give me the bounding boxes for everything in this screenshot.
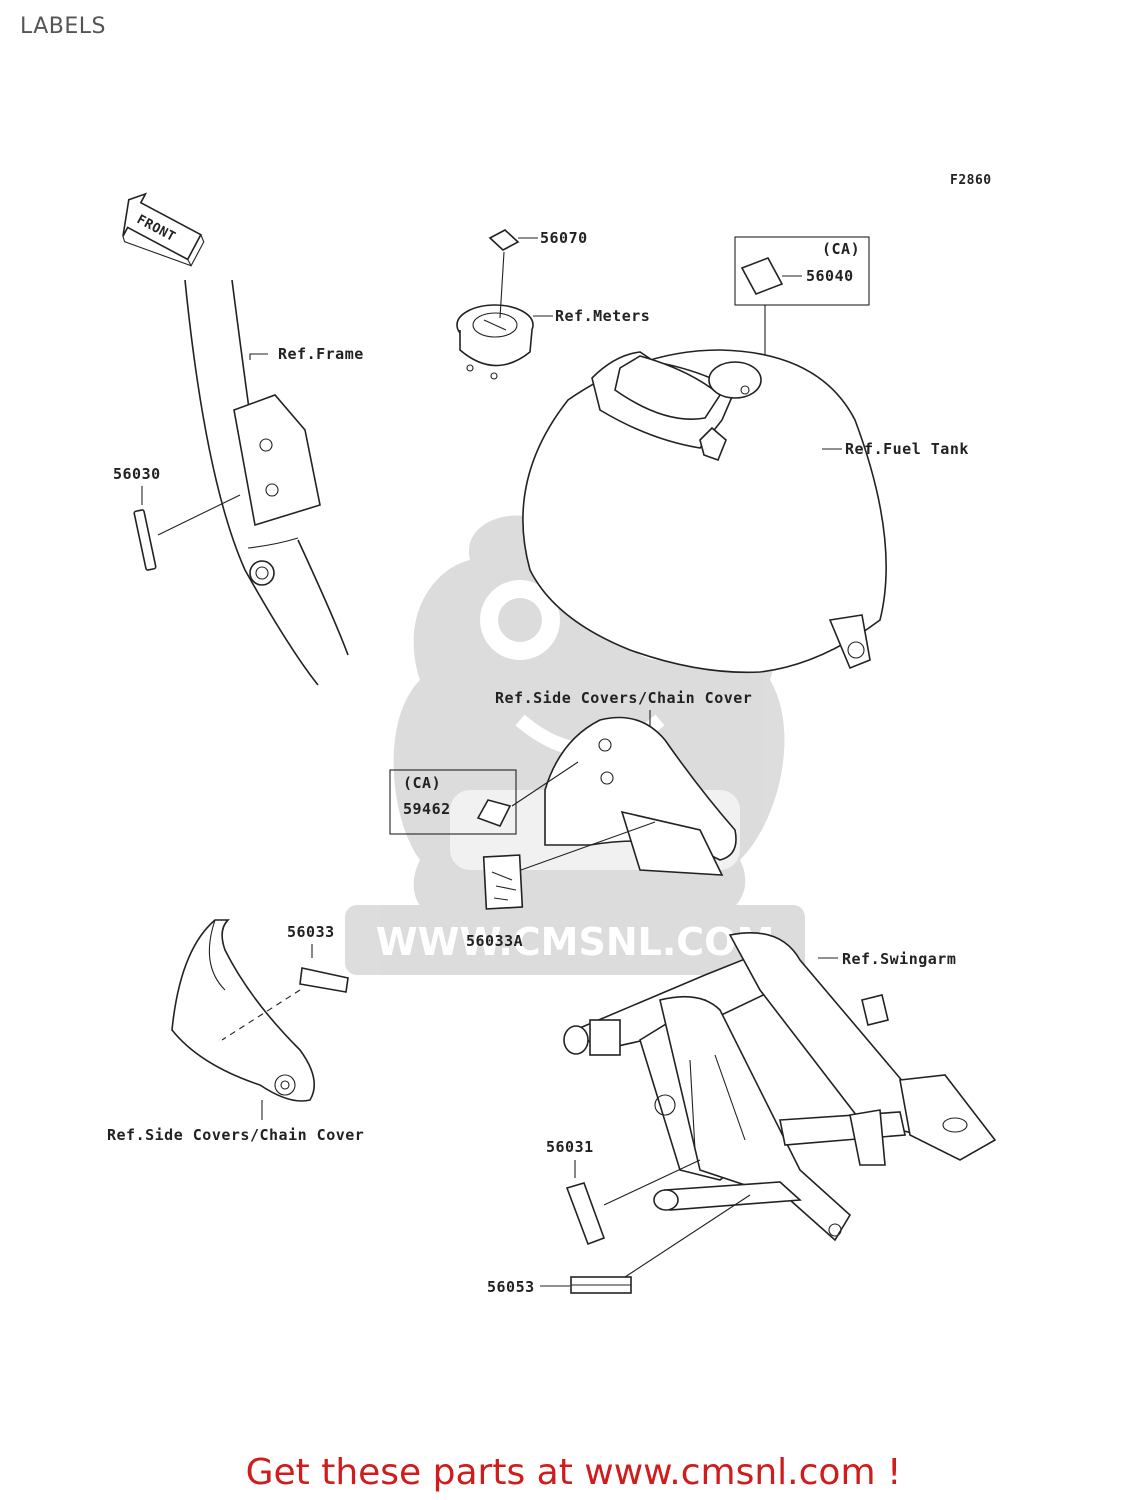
label-56070: 56070 — [540, 229, 588, 247]
parts-diagram: WWW.CMSNL.COM FRONT F2860 Ref.Frame 5603… — [107, 173, 997, 1296]
label-ref-fuel-tank: Ref.Fuel Tank — [845, 440, 969, 458]
label-59462: 59462 — [403, 800, 451, 818]
figure-code: F2860 — [950, 173, 992, 188]
front-arrow-icon — [122, 192, 205, 267]
meter-unit — [456, 304, 534, 380]
side-cover-center — [544, 716, 737, 876]
page-title: LABELS — [20, 14, 107, 39]
label-ca-side: (CA) — [403, 774, 441, 792]
label-ref-swingarm: Ref.Swingarm — [842, 950, 956, 968]
label-56053: 56053 — [487, 1278, 535, 1296]
part-59462 — [476, 799, 512, 827]
label-ref-meters: Ref.Meters — [555, 307, 650, 325]
footer-cta-link[interactable]: Get these parts at www.cmsnl.com ! — [245, 1452, 902, 1493]
swingarm — [563, 932, 997, 1242]
ca-box-side — [389, 769, 517, 835]
label-56033: 56033 — [287, 923, 335, 941]
label-ref-side-covers-bottom: Ref.Side Covers/Chain Cover — [107, 1126, 364, 1144]
ca-box-fuel — [734, 236, 870, 306]
part-56033a — [482, 854, 524, 910]
label-56040: 56040 — [806, 267, 854, 285]
part-56030 — [133, 509, 157, 571]
label-56033a: 56033A — [466, 932, 523, 950]
label-56031: 56031 — [546, 1138, 594, 1156]
part-56031 — [565, 1182, 606, 1246]
label-56030: 56030 — [113, 465, 161, 483]
frame-tube — [184, 279, 349, 686]
label-ref-side-covers-top: Ref.Side Covers/Chain Cover — [495, 689, 752, 707]
watermark-text: WWW.CMSNL.COM — [376, 920, 775, 964]
label-ref-frame: Ref.Frame — [278, 345, 364, 363]
part-56070 — [488, 229, 520, 251]
label-ca-fuel: (CA) — [822, 240, 860, 258]
side-cover-left — [171, 919, 316, 1102]
part-56040 — [740, 257, 784, 295]
fuel-tank — [522, 349, 887, 674]
part-56033 — [299, 967, 349, 993]
